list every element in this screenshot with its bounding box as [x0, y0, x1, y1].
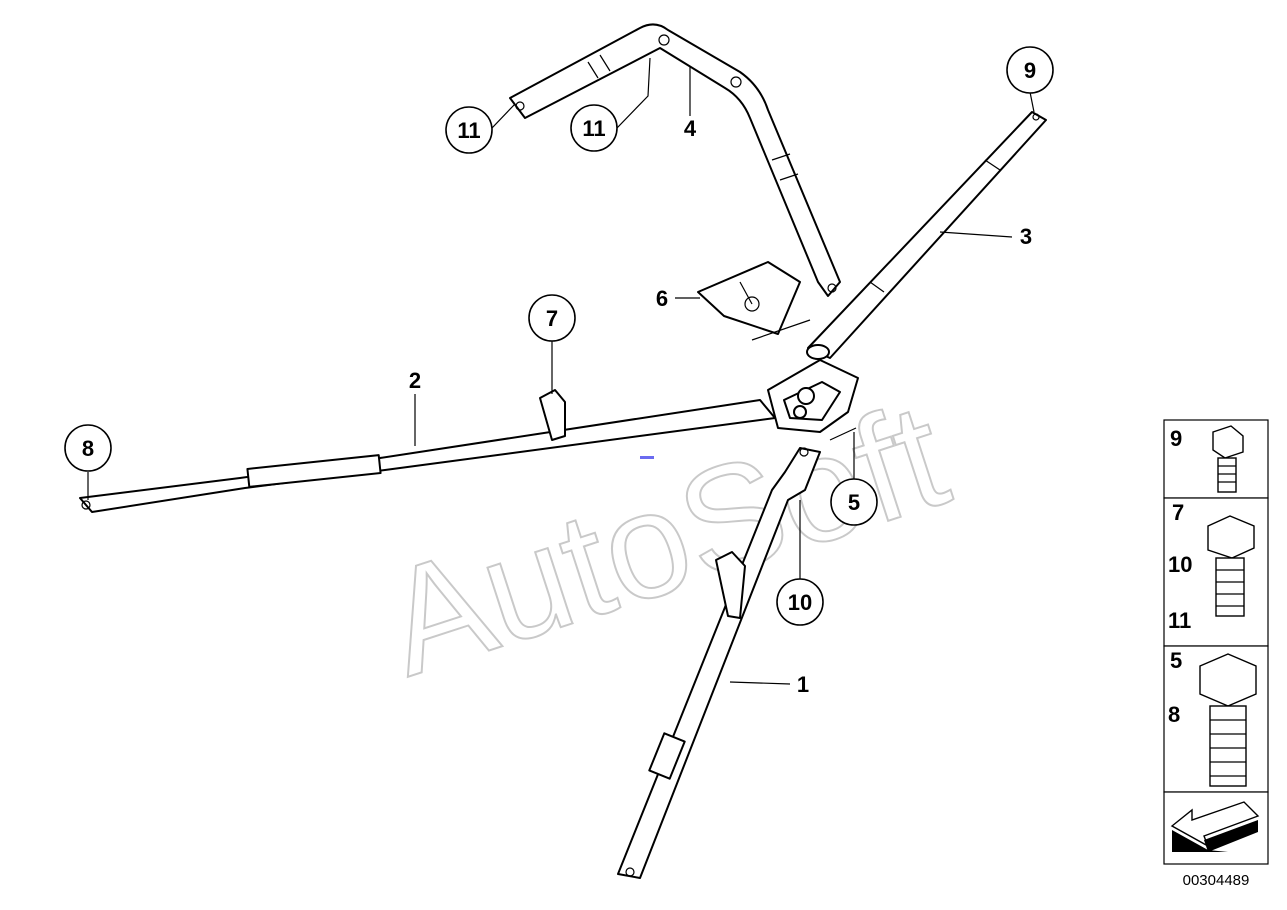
part-6-bracket — [697, 261, 811, 341]
part-2-long-rod — [79, 389, 776, 513]
center-hub — [767, 359, 859, 441]
hex-bolt-icon — [1199, 653, 1257, 787]
svg-text:7: 7 — [1172, 500, 1184, 525]
part-3-diagonal-rod — [806, 111, 1047, 360]
callout-8[interactable]: 8 — [64, 424, 112, 472]
callout-11-right[interactable]: 11 — [570, 104, 618, 152]
svg-text:8: 8 — [82, 436, 94, 461]
svg-text:5: 5 — [848, 490, 860, 515]
hex-bolt-icon — [1212, 425, 1244, 493]
label-1[interactable]: 1 — [797, 672, 809, 697]
callout-9[interactable]: 9 — [1006, 46, 1054, 94]
legend-panel-7-10-11: 7 10 11 — [1163, 497, 1269, 647]
callout-10[interactable]: 10 — [776, 578, 824, 626]
part-4-upper-strut — [509, 23, 841, 297]
svg-text:10: 10 — [1168, 552, 1192, 577]
hex-bolt-icon — [1207, 515, 1255, 617]
svg-text:7: 7 — [546, 306, 558, 331]
svg-text:10: 10 — [788, 590, 812, 615]
label-2[interactable]: 2 — [409, 368, 421, 393]
callout-5[interactable]: 5 — [830, 478, 878, 526]
direction-arrow-icon — [1170, 801, 1260, 852]
leader-lines — [87, 57, 1035, 685]
svg-text:11: 11 — [457, 118, 480, 143]
label-4[interactable]: 4 — [684, 116, 697, 141]
legend-panel-arrow — [1163, 791, 1269, 865]
marker — [640, 456, 654, 459]
svg-text:8: 8 — [1168, 702, 1180, 727]
svg-text:9: 9 — [1170, 426, 1182, 451]
callout-11-left[interactable]: 11 — [445, 106, 493, 154]
svg-text:11: 11 — [582, 116, 605, 141]
svg-text:9: 9 — [1024, 58, 1036, 83]
svg-text:11: 11 — [1168, 608, 1191, 633]
label-6[interactable]: 6 — [656, 286, 668, 311]
legend-panel-5-8: 5 8 — [1163, 645, 1269, 793]
part-1-lower-strut — [617, 447, 821, 879]
label-3[interactable]: 3 — [1020, 224, 1032, 249]
callout-7[interactable]: 7 — [528, 294, 576, 342]
legend-panel-9: 9 — [1163, 419, 1269, 499]
document-number: 00304489 — [1183, 872, 1250, 889]
svg-text:5: 5 — [1170, 648, 1182, 673]
